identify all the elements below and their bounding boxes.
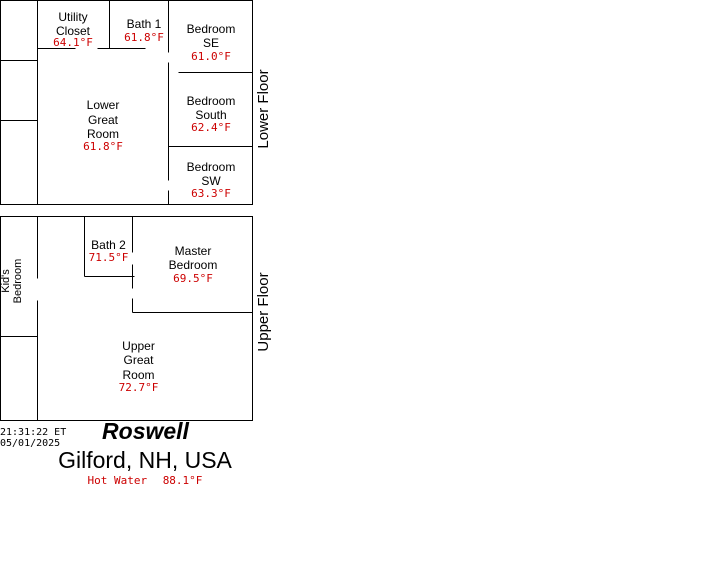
house-location: Gilford, NH, USA <box>58 447 232 473</box>
lower-floor-label: Lower Floor <box>255 69 272 149</box>
master-bedroom-label-line2: Bedroom <box>168 258 218 272</box>
bedroom-se-label-line1: Bedroom <box>186 22 236 36</box>
hot-water-label: Hot Water <box>87 474 148 487</box>
house-name: Roswell <box>102 418 189 444</box>
lower-great-room-label-line2: Great <box>87 113 118 127</box>
upper-great-room-temperature: 72.7°F <box>118 381 159 394</box>
bedroom-sw-label-line1: Bedroom <box>186 160 236 174</box>
master-bedroom-temperature: 69.5°F <box>173 272 213 285</box>
lower-floor-walls <box>0 0 253 205</box>
lower-great-room-label-line3: Room <box>86 127 119 141</box>
bedroom-sw-label-line2: SW <box>201 174 221 188</box>
upper-floor-walls <box>0 216 253 421</box>
bedroom-south-temperature: 62.4°F <box>191 121 231 134</box>
clock-date: 05/01/2025 <box>0 438 61 449</box>
bedroom-south-label-line2: South <box>195 108 227 122</box>
kids-bedroom-label-line1: Kid's <box>0 269 12 293</box>
upper-great-room-label-line3: Room <box>122 368 155 382</box>
bedroom-se-label-line2: SE <box>202 36 219 50</box>
kids-bedroom-label-line2: Bedroom <box>12 258 24 304</box>
upper-great-room-label-line2: Great <box>123 353 154 367</box>
upper-floor-label: Upper Floor <box>255 272 272 352</box>
utility-closet-temperature: 64.1°F <box>53 36 93 49</box>
bedroom-sw-temperature: 63.3°F <box>191 187 231 200</box>
kids-bedroom-label: Kid's Bedroom <box>0 256 24 306</box>
utility-closet-label-line1: Utility <box>58 10 88 24</box>
hot-water-reading: Hot Water 88.1°F <box>40 471 250 489</box>
upper-great-room-label-line1: Upper <box>122 339 155 353</box>
bath-2-temperature: 71.5°F <box>88 251 129 264</box>
master-bedroom-label-line1: Master <box>174 244 212 258</box>
bath-2-label: Bath 2 <box>91 238 126 252</box>
hot-water-temperature: 88.1°F <box>162 474 203 487</box>
bath-1-label: Bath 1 <box>126 17 162 31</box>
bedroom-se-temperature: 61.0°F <box>191 50 231 63</box>
clock-time: 21:31:22 ET <box>0 427 67 438</box>
bedroom-south-label-line1: Bedroom <box>186 94 236 108</box>
utility-closet-label-line2: Closet <box>55 24 90 38</box>
lower-great-room-label-line1: Lower <box>86 98 120 112</box>
bath-1-temperature: 61.8°F <box>124 31 164 44</box>
lower-great-room-temperature: 61.8°F <box>83 140 123 153</box>
